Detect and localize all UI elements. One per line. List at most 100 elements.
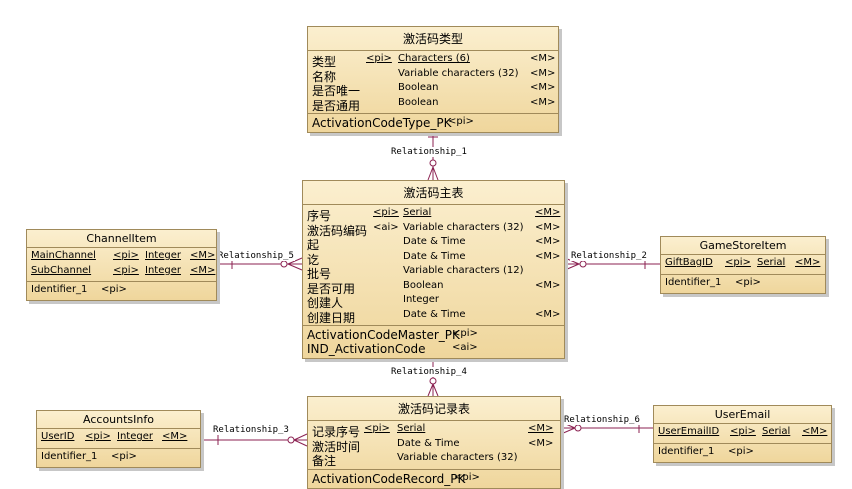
identifier-list: ActivationCodeMaster_PK <pi> IND_Activat…: [303, 326, 564, 358]
attribute-name: SubChannel: [31, 264, 92, 276]
attribute-name: 是否可用: [307, 281, 356, 296]
entity-accounts-info[interactable]: AccountsInfo UserID <pi> Integer <M> Ide…: [36, 410, 201, 468]
entity-user-email[interactable]: UserEmail UserEmailID <pi> Serial <M> Id…: [653, 405, 832, 463]
identifier-name: ActivationCodeMaster_PK: [307, 328, 460, 342]
entity-activation-code-master[interactable]: 激活码主表 序号 <pi> Serial <M> 激活码编码 <ai> Vari…: [302, 180, 565, 359]
entity-game-store-item[interactable]: GameStoreItem GiftBagID <pi> Serial <M> …: [660, 236, 826, 294]
identifier-key: <pi>: [101, 284, 127, 295]
identifier-name: IND_ActivationCode: [307, 342, 426, 356]
attribute-mandatory: <M>: [535, 221, 561, 233]
attribute-row: UserEmailID <pi> Serial <M>: [658, 426, 827, 441]
attribute-mandatory: <M>: [162, 431, 188, 442]
attribute-list: 类型 <pi> Characters (6) <M> 名称 Variable c…: [308, 51, 558, 114]
attribute-key: <pi>: [85, 431, 111, 442]
identifier-row: Identifier_1 <pi>: [658, 446, 827, 460]
identifier-list: Identifier_1 <pi>: [654, 444, 831, 462]
attribute-name: 名称: [312, 69, 337, 84]
entity-title: UserEmail: [654, 406, 831, 424]
relationship-label-3: Relationship_3: [212, 425, 290, 435]
attribute-row: 记录序号 <pi> Serial <M>: [312, 423, 556, 439]
attribute-row: 创建日期 Date & Time <M>: [307, 308, 561, 325]
attribute-name: 是否唯一: [312, 84, 361, 98]
attribute-row: 激活时间 Date & Time <M>: [312, 438, 556, 454]
attribute-type: Boolean: [403, 279, 444, 291]
attribute-key: <pi>: [373, 207, 399, 218]
relationship-label-5: Relationship_5: [217, 251, 295, 261]
attribute-name: 讫: [307, 252, 320, 267]
identifier-key: <pi>: [452, 328, 478, 339]
attribute-mandatory: <M>: [802, 426, 828, 437]
attribute-type: Variable characters (32): [397, 452, 518, 463]
identifier-name: Identifier_1: [658, 445, 715, 457]
attribute-name: 是否通用: [312, 98, 361, 113]
attribute-name: UserEmailID: [658, 426, 720, 437]
attribute-row: 是否通用 Boolean <M>: [312, 97, 555, 113]
attribute-type: Date & Time: [403, 308, 466, 320]
entity-activation-code-record[interactable]: 激活码记录表 记录序号 <pi> Serial <M> 激活时间 Date & …: [307, 396, 561, 489]
attribute-type: Variable characters (12): [403, 265, 524, 276]
attribute-row: 是否唯一 Boolean <M>: [312, 82, 556, 98]
identifier-key: <pi>: [448, 116, 474, 127]
attribute-type: Date & Time: [403, 250, 466, 262]
identifier-key: <pi>: [454, 471, 480, 483]
attribute-mandatory: <M>: [535, 308, 561, 320]
identifier-list: Identifier_1 <pi>: [661, 275, 825, 293]
attribute-type: Integer: [403, 294, 439, 305]
attribute-mandatory: <M>: [530, 67, 556, 79]
attribute-mandatory: <M>: [530, 82, 556, 93]
identifier-list: ActivationCodeType_PK <pi>: [308, 114, 558, 132]
attribute-row: SubChannel <pi> Integer <M>: [31, 264, 215, 280]
attribute-list: MainChannel <pi> Integer <M> SubChannel …: [27, 248, 216, 282]
identifier-row: Identifier_1 <pi>: [665, 277, 821, 291]
attribute-name: 序号: [307, 209, 332, 223]
attribute-type: Boolean: [398, 82, 439, 93]
entity-channel-item[interactable]: ChannelItem MainChannel <pi> Integer <M>…: [26, 229, 217, 301]
attribute-name: 批号: [307, 267, 332, 281]
attribute-row: 讫 Date & Time <M>: [307, 250, 561, 267]
identifier-name: Identifier_1: [31, 284, 88, 295]
entity-activation-code-type[interactable]: 激活码类型 类型 <pi> Characters (6) <M> 名称 Vari…: [307, 26, 559, 133]
identifier-name: Identifier_1: [665, 276, 722, 288]
attribute-name: 备注: [312, 454, 337, 468]
entity-title: 激活码主表: [303, 181, 564, 205]
attribute-row: 创建人 Integer: [307, 294, 560, 310]
attribute-mandatory: <M>: [530, 53, 556, 64]
attribute-row: 批号 Variable characters (12): [307, 265, 560, 281]
attribute-row: UserID <pi> Integer <M>: [41, 431, 196, 446]
attribute-name: 记录序号: [312, 425, 361, 439]
attribute-key: <pi>: [730, 426, 756, 437]
attribute-name: 创建人: [307, 296, 344, 310]
attribute-type: Integer: [145, 250, 181, 261]
identifier-row: ActivationCodeMaster_PK <pi>: [307, 328, 560, 342]
attribute-type: Date & Time: [403, 236, 466, 247]
attribute-row: 起 Date & Time <M>: [307, 236, 560, 252]
attribute-list: GiftBagID <pi> Serial <M>: [661, 255, 825, 275]
identifier-key: <pi>: [735, 276, 761, 288]
attribute-name: 创建日期: [307, 310, 356, 325]
attribute-row: 名称 Variable characters (32) <M>: [312, 67, 556, 84]
attribute-mandatory: <M>: [190, 250, 216, 261]
attribute-type: Serial: [403, 207, 432, 218]
attribute-mandatory: <M>: [535, 250, 561, 262]
attribute-row: GiftBagID <pi> Serial <M>: [665, 257, 821, 272]
identifier-name: Identifier_1: [41, 450, 98, 462]
attribute-name: 激活码编码: [307, 223, 368, 238]
attribute-key: <pi>: [364, 423, 390, 434]
attribute-list: UserEmailID <pi> Serial <M>: [654, 424, 831, 444]
attribute-type: Serial: [762, 426, 791, 437]
attribute-key: <pi>: [113, 264, 139, 276]
attribute-type: Integer: [145, 264, 181, 276]
attribute-type: Serial: [397, 423, 426, 434]
attribute-name: 起: [307, 238, 320, 252]
attribute-list: UserID <pi> Integer <M>: [37, 429, 200, 449]
identifier-name: ActivationCodeType_PK: [312, 116, 452, 130]
attribute-type: Variable characters (32): [398, 67, 519, 79]
entity-title: GameStoreItem: [661, 237, 825, 255]
attribute-mandatory: <M>: [535, 279, 561, 291]
attribute-type: Variable characters (32): [403, 221, 524, 233]
entity-title: AccountsInfo: [37, 411, 200, 429]
attribute-key: <pi>: [366, 53, 392, 64]
identifier-row: IND_ActivationCode <ai>: [307, 342, 560, 356]
attribute-name: GiftBagID: [665, 257, 713, 268]
attribute-type: Integer: [117, 431, 153, 442]
